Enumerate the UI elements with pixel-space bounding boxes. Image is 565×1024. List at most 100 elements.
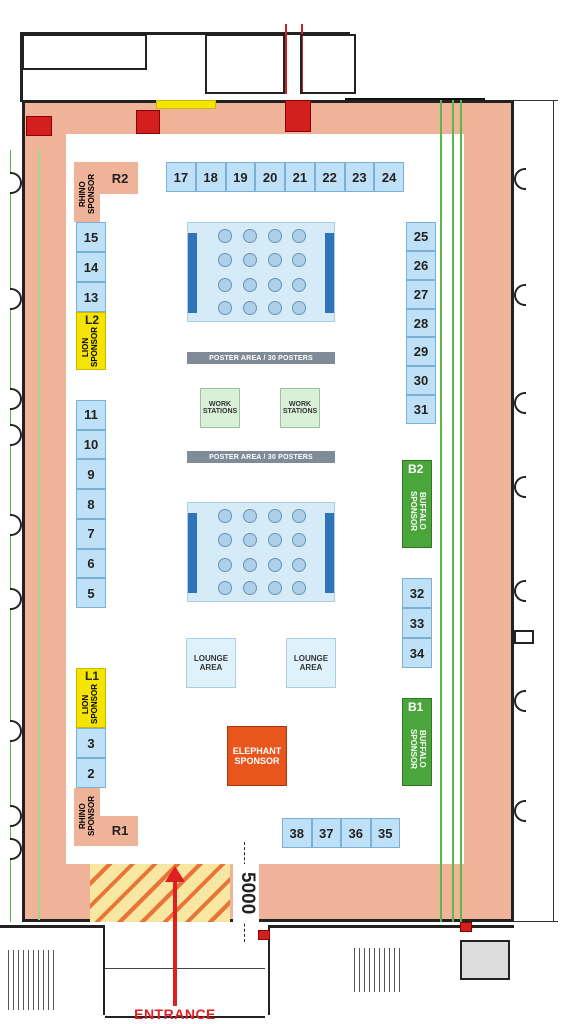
- booth-3[interactable]: 3: [76, 728, 106, 758]
- booth-15[interactable]: 15: [76, 222, 106, 252]
- seating-area-top[interactable]: [187, 222, 335, 322]
- door-right-5: [514, 580, 526, 602]
- poster-area-bottom[interactable]: POSTER AREA / 30 POSTERS: [187, 451, 335, 463]
- stage-right-bottom: [325, 513, 334, 593]
- rhino-r2-code: R2: [111, 170, 129, 186]
- dimension-tick-bottom: [514, 921, 558, 922]
- booth-27[interactable]: 27: [406, 279, 436, 309]
- cable-line-outer: [10, 150, 11, 922]
- lounge-area-left[interactable]: LOUNGE AREA: [186, 638, 236, 688]
- entrance-zone[interactable]: [90, 864, 230, 922]
- booth-22[interactable]: 22: [314, 162, 345, 192]
- door-right-2: [514, 284, 526, 306]
- booth-6[interactable]: 6: [76, 548, 106, 579]
- work-stations-left[interactable]: WORK STATIONS: [200, 388, 240, 428]
- seat: [243, 581, 257, 595]
- booth-9[interactable]: 9: [76, 459, 106, 490]
- buffalo-b2-label: BUFFALO SPONSOR: [409, 490, 427, 531]
- seat: [218, 229, 232, 243]
- entrance-arrow-shaft: [173, 878, 177, 1006]
- left-lower-booths: 3 2: [76, 728, 106, 788]
- door-right-4: [514, 476, 526, 498]
- rhino-sponsor-r1-bottom[interactable]: [74, 816, 138, 846]
- booth-21[interactable]: 21: [285, 162, 315, 192]
- cable-line-right-1: [440, 100, 442, 922]
- door-right-1: [514, 168, 526, 190]
- seat: [243, 558, 257, 572]
- stage-left-bottom: [188, 513, 197, 593]
- seat: [218, 533, 232, 547]
- rhino-sponsor-r2-side[interactable]: [74, 162, 100, 222]
- booth-38[interactable]: 38: [282, 818, 312, 848]
- stage-right-top: [325, 233, 334, 313]
- booth-26[interactable]: 26: [406, 250, 436, 280]
- booth-24[interactable]: 24: [374, 162, 404, 192]
- top-right-annex: [300, 34, 356, 94]
- booth-25[interactable]: 25: [406, 222, 436, 251]
- booth-32[interactable]: 32: [402, 578, 432, 608]
- seat: [218, 278, 232, 292]
- seat: [218, 581, 232, 595]
- booth-28[interactable]: 28: [406, 308, 436, 338]
- seat: [218, 253, 232, 267]
- booth-7[interactable]: 7: [76, 518, 106, 549]
- seat: [292, 509, 306, 523]
- lobby-doors: [105, 968, 265, 1018]
- booth-30[interactable]: 30: [406, 366, 436, 396]
- door-left-8: [10, 805, 22, 827]
- exit-marker-bottom-1: [258, 930, 270, 940]
- booth-34[interactable]: 34: [402, 638, 432, 668]
- lion-sponsor-l2[interactable]: L2 LION SPONSOR: [76, 312, 106, 370]
- seat: [243, 278, 257, 292]
- booth-31[interactable]: 31: [406, 395, 436, 425]
- booth-29[interactable]: 29: [406, 337, 436, 367]
- booth-19[interactable]: 19: [225, 162, 256, 192]
- booth-17[interactable]: 17: [166, 162, 196, 192]
- top-annex: [20, 32, 350, 102]
- seat: [243, 509, 257, 523]
- booth-8[interactable]: 8: [76, 489, 106, 519]
- booth-37[interactable]: 37: [311, 818, 341, 848]
- booth-2[interactable]: 2: [76, 758, 106, 788]
- booth-18[interactable]: 18: [195, 162, 226, 192]
- booth-5[interactable]: 5: [76, 578, 106, 609]
- seat: [243, 229, 257, 243]
- buffalo-b1-code: B1: [408, 700, 424, 714]
- booth-13[interactable]: 13: [76, 282, 106, 312]
- buffalo-sponsor-b2[interactable]: B2 BUFFALO SPONSOR: [402, 460, 432, 548]
- seat: [243, 253, 257, 267]
- seating-area-bottom[interactable]: [187, 502, 335, 602]
- seat: [268, 533, 282, 547]
- booth-14[interactable]: 14: [76, 252, 106, 282]
- lion-sponsor-l1[interactable]: L1 LION SPONSOR: [76, 668, 106, 728]
- booth-11[interactable]: 11: [76, 400, 106, 430]
- booth-23[interactable]: 23: [344, 162, 375, 192]
- elephant-sponsor[interactable]: ELEPHANT SPONSOR: [227, 726, 287, 786]
- booth-33[interactable]: 33: [402, 608, 432, 638]
- seat: [268, 229, 282, 243]
- buffalo-b1-label: BUFFALO SPONSOR: [409, 728, 427, 769]
- seat: [268, 558, 282, 572]
- seat: [292, 253, 306, 267]
- lounge-area-right[interactable]: LOUNGE AREA: [286, 638, 336, 688]
- door-right-6: [514, 690, 526, 712]
- door-left-6: [10, 588, 22, 610]
- stairs-right: [350, 948, 404, 992]
- cable-line-left: [38, 150, 40, 920]
- left-middle-booths: 11 10 9 8 7 6 5: [76, 400, 106, 609]
- vehicle-access-strip: [156, 100, 216, 109]
- booth-20[interactable]: 20: [255, 162, 285, 192]
- exit-marker-1: [26, 116, 52, 136]
- booth-10[interactable]: 10: [76, 429, 106, 460]
- seat: [218, 301, 232, 315]
- door-left-1: [10, 172, 22, 194]
- work-stations-right[interactable]: WORK STATIONS: [280, 388, 320, 428]
- booth-35[interactable]: 35: [370, 818, 400, 848]
- seat: [292, 278, 306, 292]
- right-middle-booths: 32 33 34: [402, 578, 432, 668]
- poster-area-top[interactable]: POSTER AREA / 30 POSTERS: [187, 352, 335, 364]
- rhino-r2-label: RHINO SPONSOR: [78, 174, 96, 215]
- lion-l1-code: L1: [85, 669, 100, 683]
- buffalo-sponsor-b1[interactable]: B1 BUFFALO SPONSOR: [402, 698, 432, 786]
- booth-36[interactable]: 36: [341, 818, 371, 848]
